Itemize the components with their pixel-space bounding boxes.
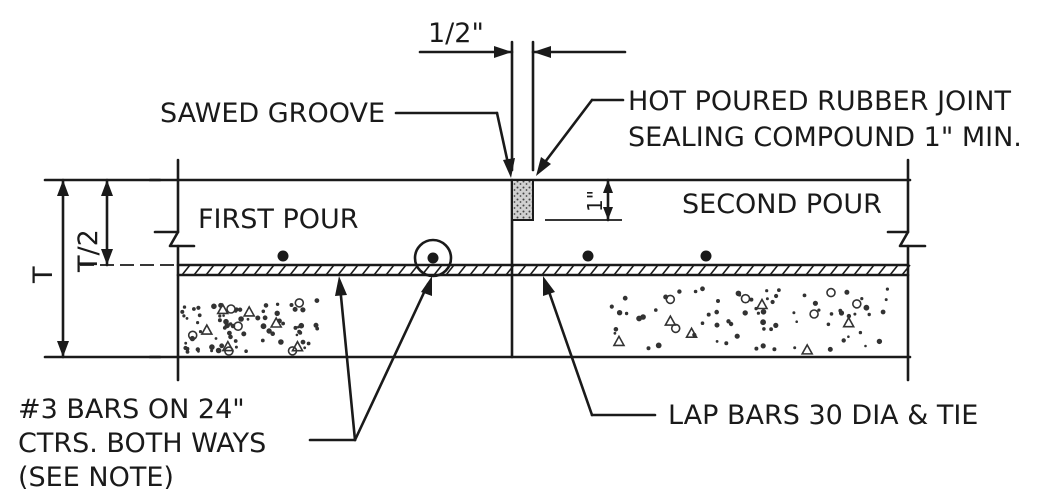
left-break-symbol [153,230,196,248]
right-break-symbol [886,230,927,248]
sealant-label-line1: HOT POURED RUBBER JOINT [628,86,1011,117]
lap-bars-leader [543,276,657,417]
joint-sealant [511,179,534,221]
sealant-leader [536,98,625,176]
aggregate-texture-right [609,286,890,355]
reinforcing-mat [176,263,911,277]
sealant-label-line2: SEALING COMPOUND 1" MIN. [628,122,1022,153]
lap-bars-label: LAP BARS 30 DIA & TIE [668,400,978,431]
half-depth-dimension [80,178,178,267]
bars-note-line1: #3 BARS ON 24" [18,394,245,425]
sawed-groove-leader [394,111,515,178]
rebar-callout-circle [413,238,453,278]
sealant-depth-dimension [545,178,622,222]
thickness-dimension [43,178,162,359]
half-depth-label: T/2 [73,229,104,273]
bars-note-line3: (SEE NOTE) [18,462,174,489]
first-pour-label: FIRST POUR [198,204,359,235]
thickness-label: T [28,266,59,284]
joint-width-dimension [418,40,627,172]
bars-note-line2: CTRS. BOTH WAYS [18,428,266,459]
aggregate-texture-left [180,298,320,356]
second-pour-label: SECOND POUR [682,189,882,220]
bars-leader [308,276,432,442]
sealant-depth-label: 1" [583,190,607,212]
sawed-groove-label: SAWED GROOVE [160,98,385,129]
rebar-dots [277,250,712,264]
joint-width-label: 1/2" [428,18,484,49]
